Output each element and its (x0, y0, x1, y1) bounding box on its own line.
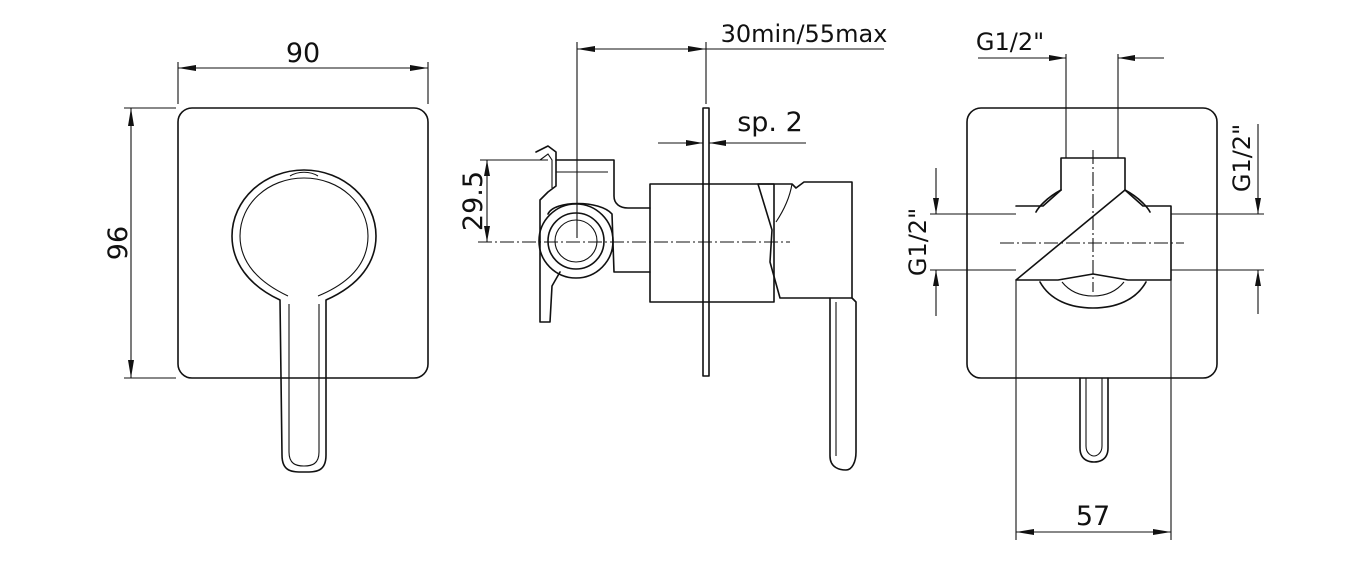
dimension-wall-range: 30min/55max (576, 20, 888, 238)
rear-valve-body (1035, 189, 1151, 309)
dimension-thread-left-label: G1/2" (904, 208, 932, 276)
side-connection-ring-mid (547, 212, 605, 270)
side-handle-lever (829, 297, 857, 471)
side-mounting-bracket (535, 145, 561, 323)
dimension-height-label: 96 (103, 226, 134, 260)
dimension-wall-range-label: 30min/55max (721, 20, 888, 48)
side-connection-ring-outer (538, 203, 614, 279)
front-cover-plate (177, 107, 429, 379)
side-cartridge-body (649, 183, 775, 303)
dimension-offset-label: 29.5 (458, 171, 489, 231)
dimension-thread-left: G1/2" (904, 168, 1016, 316)
rear-side-connector (1015, 189, 1172, 281)
side-lower-housing (547, 202, 651, 273)
rear-handle-lever (1079, 377, 1109, 463)
front-handle-top-mark (289, 171, 319, 177)
dimension-width: 90 (177, 38, 429, 104)
side-top-pipe (555, 159, 651, 209)
side-view: 30min/55max sp. 2 29.5 (458, 20, 888, 471)
side-connection-ring-inner (554, 219, 598, 263)
side-handle-top (757, 181, 853, 299)
front-handle-inner-lever (288, 304, 320, 467)
dimension-offset: 29.5 (458, 159, 548, 242)
dimension-thread-right: G1/2" (1171, 124, 1264, 314)
rear-cover-plate (966, 107, 1218, 379)
rear-top-inlet (1060, 157, 1126, 191)
dimension-width-label: 90 (286, 38, 320, 69)
dimension-plate-thickness: sp. 2 (658, 107, 806, 146)
dimension-inlet-spacing-label: 57 (1076, 501, 1110, 532)
front-view: 90 96 (103, 38, 429, 473)
dimension-plate-thickness-label: sp. 2 (737, 107, 803, 138)
dimension-thread-top-label: G1/2" (976, 28, 1044, 56)
dimension-thread-top: G1/2" (976, 28, 1164, 158)
front-handle-lever (231, 169, 377, 473)
front-handle-inner-ring (239, 177, 369, 297)
rear-view: G1/2" G1/2" G1/2" 57 (904, 28, 1264, 540)
dimension-inlet-spacing: 57 (1016, 501, 1171, 535)
dimension-height: 96 (103, 107, 176, 379)
dimension-thread-right-label: G1/2" (1228, 124, 1256, 192)
